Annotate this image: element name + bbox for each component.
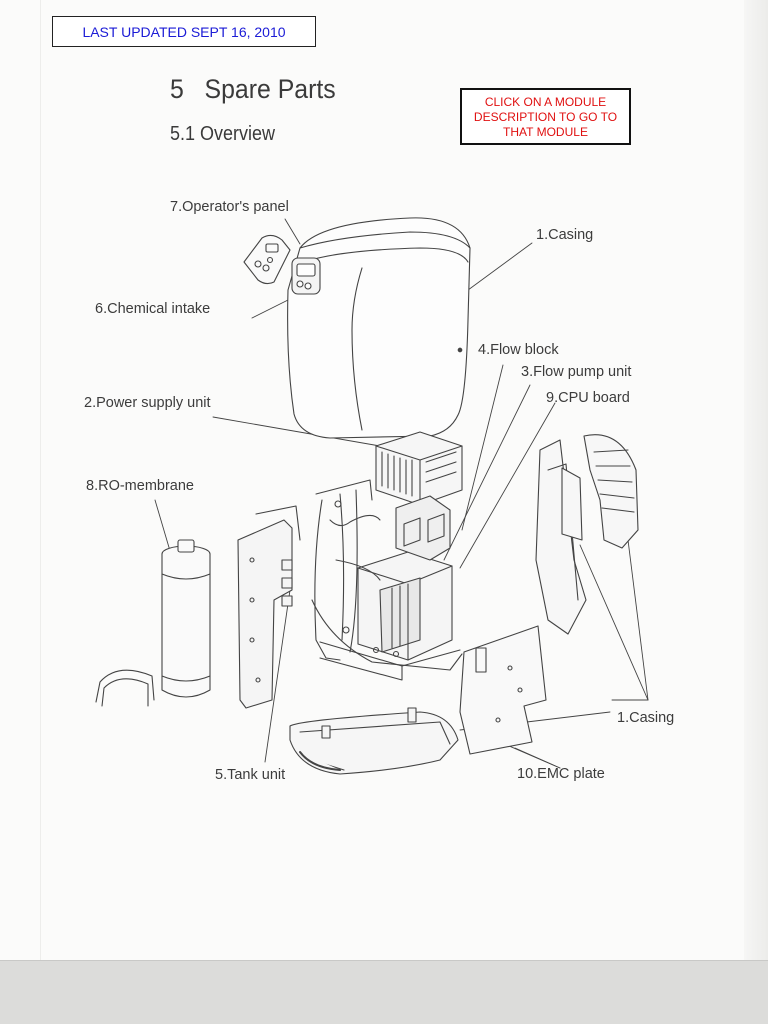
main-casing: [287, 217, 471, 439]
power-supply-part: [375, 431, 463, 506]
last-updated-box: LAST UPDATED SEPT 16, 2010: [52, 16, 316, 47]
module-link-power-supply-unit[interactable]: 2.Power supply unit: [84, 395, 211, 411]
frame-flow-block-part: [311, 479, 463, 681]
module-link-flow-block[interactable]: 4.Flow block: [478, 342, 559, 358]
last-updated-text: LAST UPDATED SEPT 16, 2010: [82, 23, 286, 40]
module-link-flow-pump-unit[interactable]: 3.Flow pump unit: [521, 364, 632, 380]
side-casing-part: [535, 434, 639, 635]
tank-unit-part: [237, 505, 301, 709]
membrane-strap-part: [95, 669, 155, 707]
notice-line-3: THAT MODULE: [503, 125, 588, 139]
module-link-cpu-board[interactable]: 9.CPU board: [546, 390, 630, 406]
subsection-title: 5.1 Overview: [170, 123, 276, 145]
module-link-emc-plate[interactable]: 10.EMC plate: [517, 766, 605, 782]
click-instruction-box: CLICK ON A MODULE DESCRIPTION TO GO TO T…: [460, 88, 631, 145]
ro-membrane-part: [161, 539, 211, 698]
notice-line-2: DESCRIPTION TO GO TO: [473, 110, 618, 124]
module-link-chemical-intake[interactable]: 6.Chemical intake: [95, 301, 211, 317]
bottom-tray-part: [289, 707, 459, 775]
page-edge-shadow: [744, 0, 768, 960]
notice-line-1: CLICK ON A MODULE: [484, 95, 607, 109]
section-title: 5 Spare Parts: [170, 74, 336, 104]
page-fold-line: [40, 0, 41, 960]
scanner-bed-band: [0, 960, 768, 1024]
emc-plate-part: [459, 625, 547, 755]
operators-panel-part: [243, 234, 291, 285]
module-link-operators-panel[interactable]: 7.Operator's panel: [170, 199, 289, 215]
exploded-view-diagram: [95, 217, 649, 775]
module-link-casing-bottom[interactable]: 1.Casing: [617, 710, 675, 726]
module-link-tank-unit[interactable]: 5.Tank unit: [215, 767, 286, 783]
module-link-ro-membrane[interactable]: 8.RO-membrane: [86, 478, 194, 494]
module-link-casing-top[interactable]: 1.Casing: [536, 227, 594, 243]
